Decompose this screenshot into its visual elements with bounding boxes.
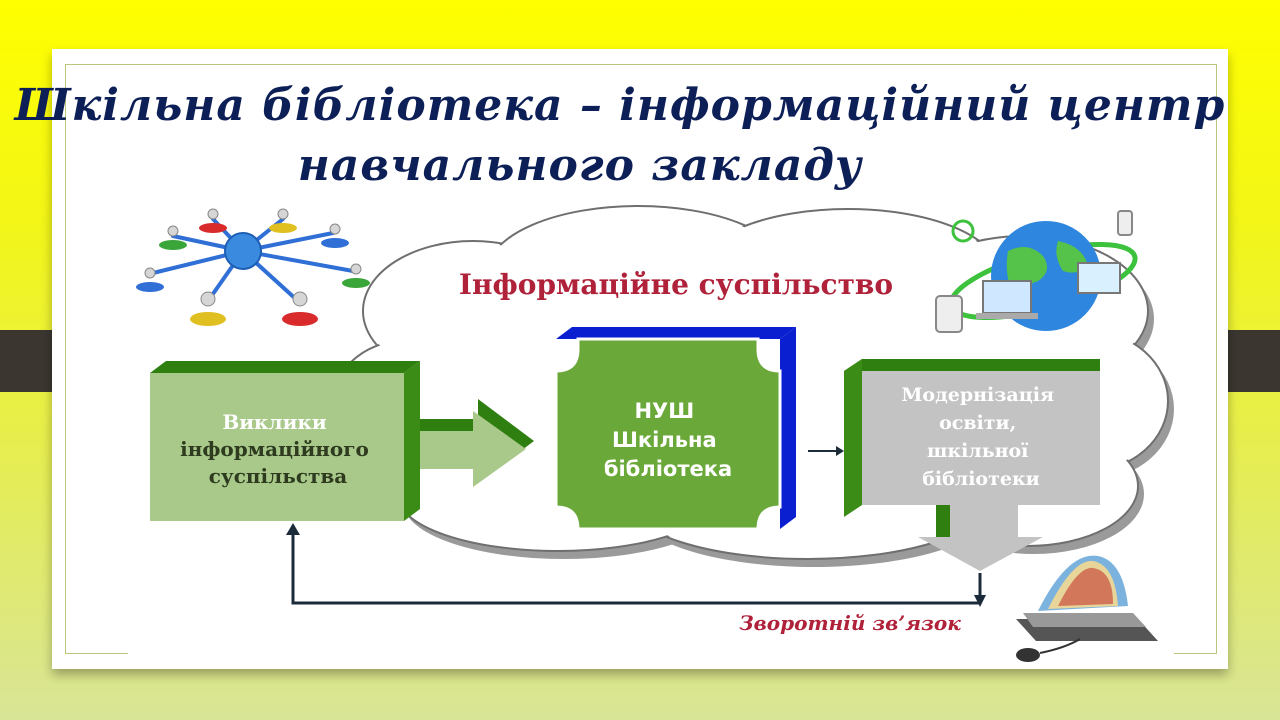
arrow-challenges-to-nush xyxy=(420,399,534,487)
svg-text:НУШ Шкільна бібліо: НУШ Шкільна бібліотека xyxy=(604,399,732,481)
slide-title-line-2: навчального закладу xyxy=(297,140,863,191)
box-modernization-line-2: освіти, xyxy=(939,412,1016,434)
arrow-modernization-down xyxy=(918,505,1043,571)
box-challenges-line-3: суспільства xyxy=(209,464,348,488)
box-nush-line-1: НУШ xyxy=(634,399,694,423)
feedback-label: Зворотній зв’язок xyxy=(739,611,961,635)
globe-devices-icon xyxy=(935,210,1138,333)
box-modernization-line-1: Модернізація xyxy=(901,384,1054,406)
box-modernization: Модернізація освіти, шкільної бібліотеки xyxy=(844,359,1100,517)
cloud-label: Інформаційне суспільство xyxy=(459,268,893,301)
box-modernization-line-4: бібліотеки xyxy=(922,468,1040,490)
network-people-icon xyxy=(136,208,370,326)
box-nush-line-3: бібліотека xyxy=(604,457,732,481)
box-nush-line-2: Шкільна xyxy=(612,428,717,452)
arrow-nush-to-modernization xyxy=(808,446,844,456)
svg-text:Модернізація освіти,: Модернізація освіти, шкільної бібліотеки xyxy=(901,384,1060,490)
feedback-arrowhead-up xyxy=(286,523,300,535)
svg-text:Виклики інформаційного: Виклики інформаційного суспільства xyxy=(180,410,376,488)
feedback-loop xyxy=(291,531,982,605)
slide-title-line-1: Шкільна бібліотека – інформаційний центр xyxy=(14,80,1226,131)
box-modernization-line-3: шкільної xyxy=(927,440,1029,462)
laptop-book-icon xyxy=(1016,555,1158,662)
library-diagram: Інформаційне суспільство xyxy=(128,201,1174,666)
box-nush-library: НУШ Шкільна бібліотека xyxy=(554,327,796,531)
box-challenges-line-1: Виклики xyxy=(222,410,327,434)
box-challenges-line-2: інформаційного xyxy=(180,437,369,461)
feedback-arrowhead-down xyxy=(974,595,986,607)
box-challenges: Виклики інформаційного суспільства xyxy=(150,361,420,521)
